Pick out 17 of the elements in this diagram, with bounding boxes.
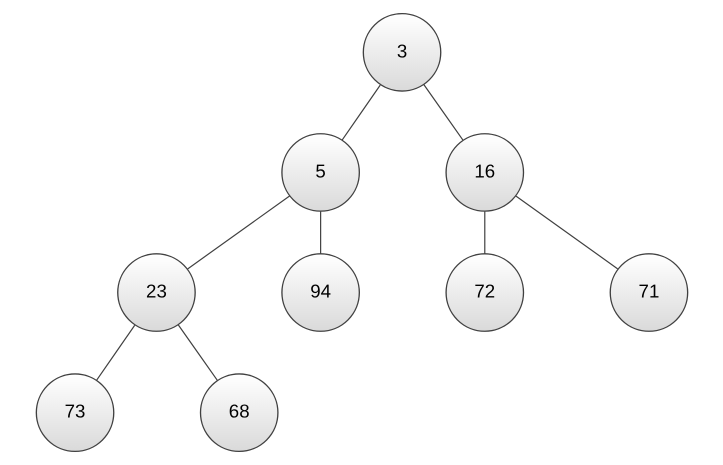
connector [186,195,290,270]
node-circle: 72 [444,253,524,332]
node-circle: 71 [609,253,688,332]
node-circle: 94 [280,253,360,332]
connector [484,212,485,254]
connector [341,84,380,140]
node-circle: 23 [116,253,196,332]
node-circle: 16 [444,133,524,212]
connector [96,325,135,381]
connector [422,84,463,140]
node-circle: 68 [199,373,278,452]
connector [320,212,321,254]
node-circle: 73 [35,373,114,452]
connector [514,195,618,270]
node-circle: 5 [280,133,360,212]
connector [177,324,218,381]
node-circle: 3 [362,12,441,92]
